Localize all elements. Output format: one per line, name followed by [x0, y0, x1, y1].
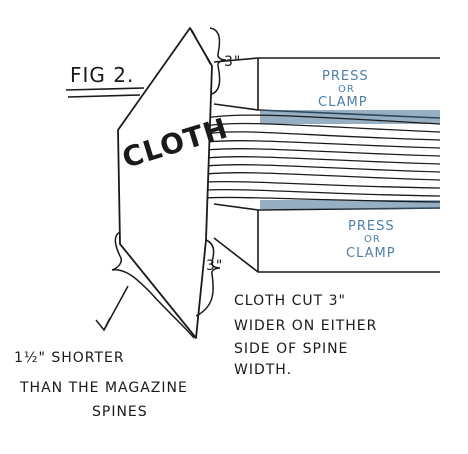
top-press-line-3: CLAMP: [318, 95, 368, 110]
magazine-pages: [199, 114, 441, 207]
note-left-line-3: SPINES: [92, 404, 148, 420]
note-right-line-1: CLOTH CUT 3": [234, 293, 346, 309]
top-margin-label: 3": [224, 54, 241, 70]
bottom-margin-label: 3": [206, 258, 223, 274]
top-press-label: PRESS OR CLAMP: [318, 69, 369, 110]
cloth-cut-note: CLOTH CUT 3" WIDER ON EITHER SIDE OF SPI…: [234, 293, 377, 378]
bottom-press-line-1: PRESS: [348, 219, 395, 234]
bottom-press-block: [213, 200, 441, 273]
cloth-sheet: [117, 27, 213, 339]
bottom-press-label: PRESS OR CLAMP: [346, 219, 396, 261]
bottom-margin-brace: [195, 239, 221, 317]
note-right-line-4: WIDTH.: [234, 362, 292, 378]
note-right-line-2: WIDER ON EITHER: [234, 318, 377, 334]
top-press-line-1: PRESS: [322, 69, 369, 84]
arrow-to-note: [95, 285, 129, 332]
top-press-block: [213, 57, 441, 124]
shorter-note: 1½" SHORTER THAN THE MAGAZINE SPINES: [14, 350, 188, 420]
fig-label-underline: [65, 87, 145, 98]
note-left-line-2: THAN THE MAGAZINE: [19, 380, 188, 396]
top-margin-brace: [209, 27, 227, 95]
note-right-line-3: SIDE OF SPINE: [234, 341, 348, 357]
bottom-press-line-3: CLAMP: [346, 246, 396, 261]
bottom-press-line-2: OR: [364, 234, 381, 245]
note-left-line-1: 1½" SHORTER: [14, 350, 125, 366]
figure-label: FIG 2.: [70, 63, 134, 87]
top-press-line-2: OR: [338, 84, 355, 95]
shortfall-brace: [111, 231, 195, 339]
